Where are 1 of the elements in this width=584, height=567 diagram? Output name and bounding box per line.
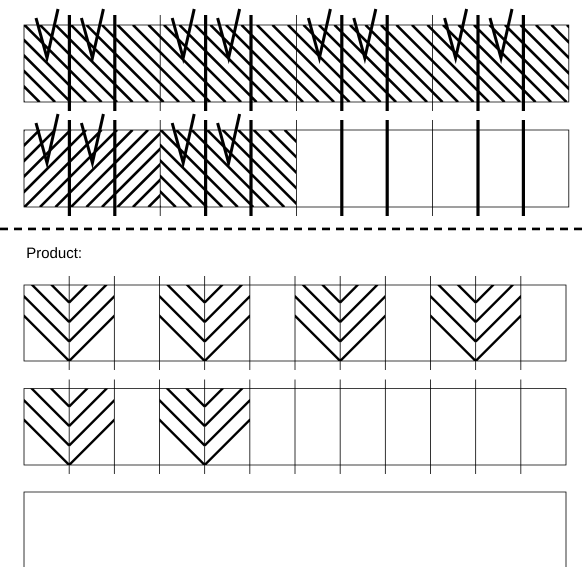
- label: Product:: [27, 247, 81, 258]
